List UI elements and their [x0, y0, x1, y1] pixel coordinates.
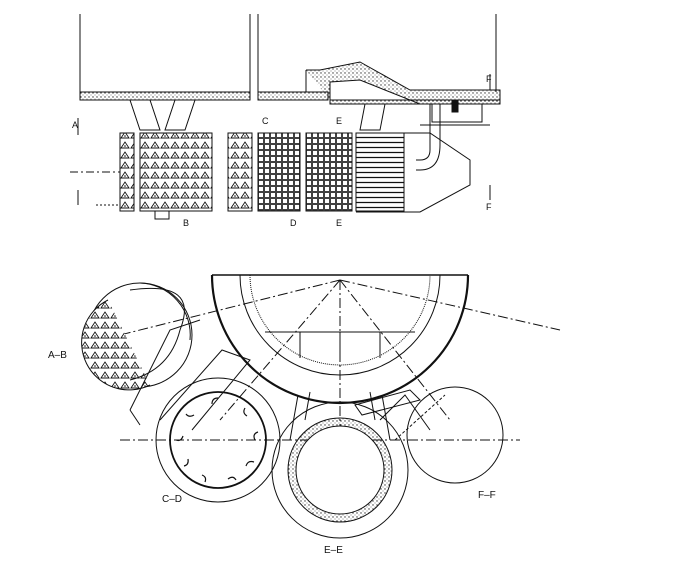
section-label-f-top: F [486, 74, 492, 84]
view-cd-circle-inner [169, 391, 267, 489]
section-label-e-top: E [336, 116, 342, 126]
view-label-cd: C–D [162, 494, 182, 505]
view-ee-circle-outer [271, 401, 409, 539]
support-leg [129, 99, 161, 131]
view-label-ee: E–E [324, 545, 343, 556]
support-leg [359, 103, 386, 131]
left-housing [79, 14, 251, 93]
support-leg [164, 99, 196, 131]
view-label-ab: A–B [48, 350, 67, 361]
inlet-duct [306, 61, 501, 105]
outlet-hopper [356, 132, 471, 213]
heat-block-mixed [227, 132, 253, 212]
view-label-ff: F–F [478, 490, 496, 501]
section-label-d: D [290, 218, 297, 228]
heat-block-bars [305, 132, 353, 212]
heat-block-horizontal [355, 132, 405, 212]
section-views [81, 274, 561, 539]
top-elevation-view [70, 14, 501, 220]
section-label-b: B [183, 218, 189, 228]
view-ff-circle [406, 386, 504, 484]
left-housing-base [79, 91, 251, 101]
section-label-f-bottom: F [486, 202, 492, 212]
right-housing-base [257, 91, 329, 101]
section-label-e-bottom: E [336, 218, 342, 228]
section-label-a: A [72, 120, 78, 130]
heat-block-grid [257, 132, 301, 212]
heat-block-triangles-small [119, 132, 135, 212]
right-housing [257, 14, 318, 93]
section-label-c: C [262, 116, 269, 126]
view-cd-circle-outer [155, 377, 281, 503]
heat-block-triangles [139, 132, 213, 212]
view-cd-hooks [175, 397, 259, 483]
